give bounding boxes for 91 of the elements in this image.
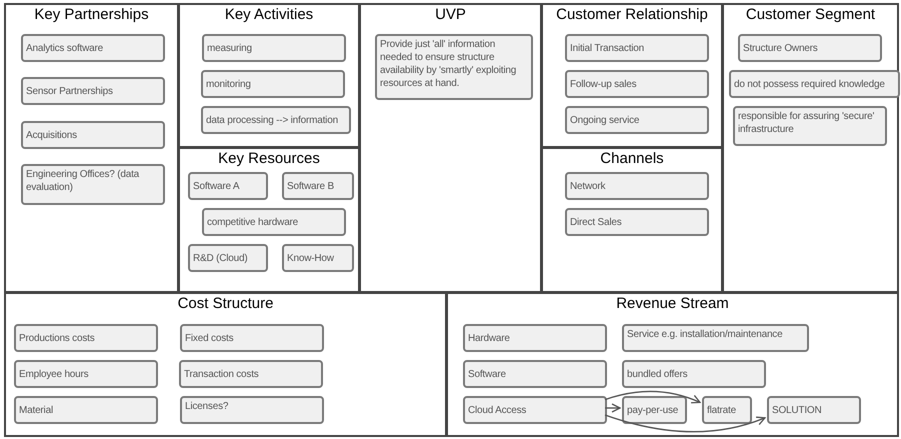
canvas-section bbox=[446, 292, 899, 437]
note-text: measuring bbox=[207, 42, 252, 54]
note-text: Software bbox=[468, 368, 506, 380]
canvas-section bbox=[722, 3, 899, 293]
arrow bbox=[604, 414, 766, 432]
note-text: responsible for assuring 'secure' infrastructure bbox=[738, 110, 876, 136]
note-card bbox=[463, 360, 607, 388]
note-text: flatrate bbox=[707, 404, 736, 416]
note-text: Follow-up sales bbox=[570, 78, 636, 90]
note-text: Software B bbox=[287, 180, 334, 192]
canvas-section bbox=[359, 3, 542, 293]
note-card bbox=[622, 396, 687, 424]
section-title: UVP bbox=[434, 5, 467, 25]
note-text: Employee hours bbox=[19, 368, 88, 380]
section-title: Key Resources bbox=[217, 149, 321, 169]
note-card bbox=[282, 172, 354, 200]
note-card bbox=[180, 324, 324, 352]
note-text: bundled offers bbox=[627, 368, 688, 380]
note-card bbox=[188, 172, 268, 200]
note-card bbox=[702, 396, 752, 424]
note-card bbox=[375, 34, 533, 100]
note-text: Provide just 'all' information needed to ensure structure availability by 'smartly' exploiting resources at hand. bbox=[380, 38, 518, 90]
note-card bbox=[565, 172, 709, 200]
note-text: R&D (Cloud) bbox=[193, 252, 248, 264]
note-text: Acquisitions bbox=[26, 128, 77, 142]
note-card bbox=[733, 106, 887, 146]
note-text: Service e.g. installation/maintenance bbox=[627, 328, 782, 341]
note-text: SOLUTION bbox=[772, 404, 822, 416]
note-card bbox=[282, 244, 354, 272]
note-text: Material bbox=[19, 404, 53, 416]
section-title: Key Partnerships bbox=[33, 5, 150, 25]
note-card bbox=[179, 360, 323, 388]
canvas-section bbox=[541, 147, 723, 293]
note-card bbox=[14, 396, 158, 424]
canvas-section bbox=[178, 147, 360, 293]
note-text: Licenses? bbox=[185, 400, 228, 413]
note-text: Engineering Offices? (data evaluation) bbox=[26, 168, 140, 194]
section-title: Cost Structure bbox=[176, 294, 274, 314]
note-card bbox=[463, 396, 607, 424]
note-text: Software A bbox=[193, 180, 240, 192]
note-card bbox=[188, 244, 268, 272]
note-text: competitive hardware bbox=[207, 216, 298, 228]
note-card bbox=[202, 208, 346, 236]
note-text: Analytics software bbox=[26, 42, 103, 54]
note-text: Know-How bbox=[287, 252, 334, 264]
note-text: Productions costs bbox=[19, 332, 95, 344]
note-text: Network bbox=[570, 180, 606, 192]
note-text: pay-per-use bbox=[627, 404, 678, 416]
note-card bbox=[738, 34, 882, 62]
section-title: Customer Relationship bbox=[555, 5, 709, 25]
note-text: monitoring bbox=[206, 78, 251, 90]
arrow bbox=[604, 390, 701, 404]
note-text: Fixed costs bbox=[185, 332, 234, 344]
note-card bbox=[729, 70, 900, 98]
note-card bbox=[565, 34, 709, 62]
note-text: Structure Owners bbox=[743, 42, 818, 54]
note-card bbox=[201, 70, 345, 98]
canvas-section bbox=[4, 3, 179, 293]
note-card bbox=[14, 360, 158, 388]
note-card bbox=[565, 106, 709, 134]
note-card bbox=[14, 324, 158, 352]
canvas-section bbox=[541, 3, 723, 148]
note-card bbox=[767, 396, 861, 424]
note-card bbox=[201, 106, 351, 134]
note-card bbox=[622, 360, 766, 388]
note-text: Ongoing service bbox=[570, 114, 640, 126]
note-text: Hardware bbox=[468, 332, 510, 344]
section-title: Channels bbox=[599, 149, 665, 169]
note-card bbox=[21, 34, 165, 62]
canvas-section bbox=[4, 292, 447, 437]
section-title: Key Activities bbox=[224, 5, 314, 25]
note-text: do not possess required knowledge bbox=[734, 78, 885, 90]
note-card bbox=[180, 396, 324, 424]
note-card bbox=[21, 164, 165, 205]
note-text: Cloud Access bbox=[468, 404, 526, 416]
note-card bbox=[463, 324, 607, 352]
arrow bbox=[605, 403, 621, 413]
note-text: Transaction costs bbox=[184, 368, 259, 380]
canvas-section bbox=[178, 3, 360, 148]
note-card bbox=[21, 77, 165, 105]
note-card bbox=[202, 34, 346, 62]
note-card bbox=[21, 121, 165, 149]
note-card bbox=[565, 70, 709, 98]
note-text: Direct Sales bbox=[570, 216, 622, 228]
section-title: Customer Segment bbox=[744, 5, 876, 25]
section-title: Revenue Stream bbox=[615, 294, 730, 314]
note-text: Sensor Partnerships bbox=[26, 84, 113, 98]
note-card bbox=[622, 324, 809, 352]
note-text: data processing --> information bbox=[206, 114, 338, 126]
note-text: Initial Transaction bbox=[570, 42, 644, 54]
note-card bbox=[565, 208, 709, 236]
